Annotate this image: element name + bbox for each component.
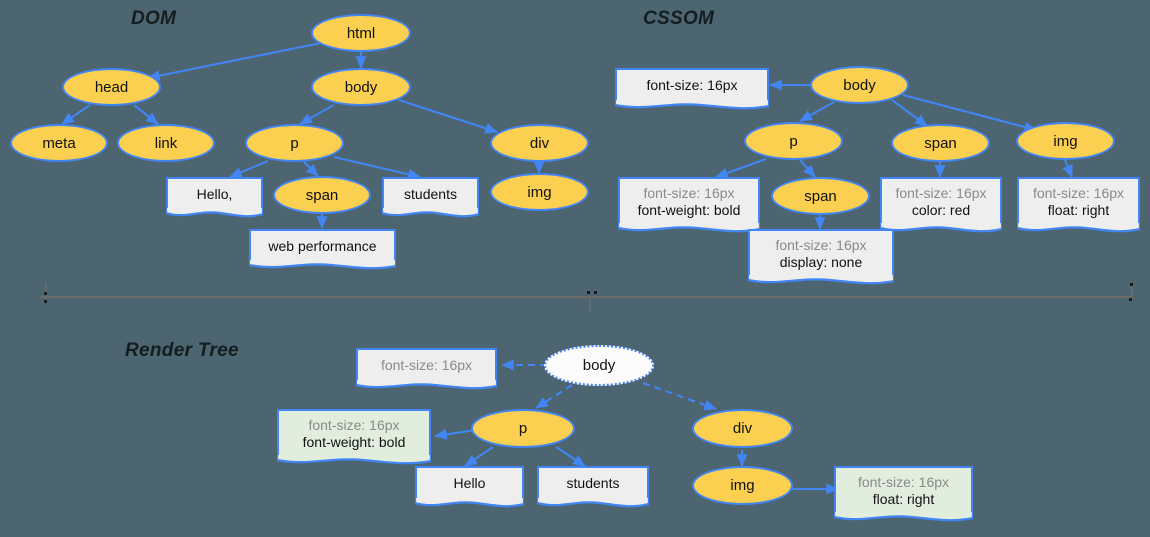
cssom-rule-img: font-size: 16px float: right	[1017, 177, 1140, 234]
divider-handle-right-2[interactable]	[1129, 298, 1132, 301]
dom-text-web-performance-label: web performance	[268, 237, 377, 254]
edge-p-span	[303, 161, 319, 177]
cssom-rule-img-own: float: right	[1047, 202, 1110, 218]
cssom-node-p[interactable]: p	[744, 122, 843, 160]
dom-node-div[interactable]: div	[490, 124, 589, 162]
section-title-cssom: CSSOM	[643, 8, 715, 29]
edge-rt-p-students	[555, 446, 586, 467]
rt-text-hello-label: Hello	[453, 475, 486, 492]
edge-rt-body-p	[535, 384, 573, 409]
dom-node-html[interactable]: html	[311, 14, 411, 52]
rt-rule-p-own: font-weight: bold	[302, 434, 406, 450]
edge-head-link	[133, 104, 159, 125]
cssom-rule-img-inherited: font-size: 16px	[1032, 184, 1125, 201]
cssom-node-span-hidden[interactable]: span	[771, 177, 870, 215]
dom-text-hello-label: Hello,	[196, 185, 233, 202]
cssom-rule-span-red-inherited: font-size: 16px	[895, 184, 987, 201]
cssom-rule-span-red: font-size: 16px color: red	[880, 177, 1002, 234]
rt-text-hello: Hello	[415, 466, 524, 509]
rt-text-students-label: students	[566, 475, 620, 492]
rt-rule-img: font-size: 16px float: right	[834, 466, 973, 523]
cssom-rule-p-inherited: font-size: 16px	[643, 184, 735, 201]
divider-handle-mid[interactable]	[587, 291, 590, 294]
cssom-rule-p: font-size: 16px font-weight: bold	[618, 177, 760, 234]
edge-rt-p-rule	[434, 428, 477, 440]
cssom-rule-span-hidden: font-size: 16px display: none	[748, 229, 894, 286]
section-title-render-tree: Render Tree	[125, 340, 239, 361]
dom-node-img[interactable]: img	[490, 173, 589, 211]
divider-tick-mid	[589, 298, 591, 312]
rt-node-img[interactable]: img	[692, 466, 793, 505]
rt-node-body[interactable]: body	[544, 345, 654, 386]
edge-p-students	[333, 155, 421, 180]
cssom-node-body[interactable]: body	[810, 66, 909, 104]
edge-head-meta	[61, 104, 91, 125]
cssom-rule-p-own: font-weight: bold	[637, 202, 741, 218]
rt-rule-p: font-size: 16px font-weight: bold	[277, 409, 431, 466]
divider-handle-left-2[interactable]	[44, 300, 47, 303]
rt-rule-img-inherited: font-size: 16px	[857, 473, 950, 490]
rt-rule-body-inherited: font-size: 16px	[380, 357, 473, 374]
rt-node-p[interactable]: p	[471, 409, 575, 448]
edge-cssom-p-span2	[799, 159, 816, 178]
edge-cssom-body-p	[799, 101, 835, 122]
dom-node-body[interactable]: body	[311, 68, 411, 106]
dom-text-students-label: students	[404, 185, 457, 202]
dom-node-span[interactable]: span	[273, 176, 371, 214]
edge-body-p	[299, 104, 335, 125]
edge-body-div	[398, 99, 498, 134]
dom-node-link[interactable]: link	[117, 124, 215, 162]
rt-rule-img-own: float: right	[872, 491, 935, 507]
divider-handle-right[interactable]	[1130, 283, 1133, 286]
edge-cssom-img-rule	[1062, 159, 1073, 178]
dom-text-web-performance: web performance	[249, 229, 396, 271]
edge-rt-body-div	[642, 382, 717, 411]
edge-cssom-p-rule	[715, 158, 767, 179]
divider-handle-left[interactable]	[44, 292, 47, 295]
divider-tick-left	[45, 283, 47, 297]
edge-rt-p-hello	[464, 446, 494, 467]
dom-node-meta[interactable]: meta	[10, 124, 108, 162]
divider-tick-right	[1131, 286, 1133, 300]
cssom-rule-span-red-own: color: red	[911, 202, 971, 218]
cssom-rule-body-own: font-size: 16px	[646, 77, 738, 94]
dom-text-students: students	[382, 177, 479, 219]
rt-node-div[interactable]: div	[692, 409, 793, 448]
cssom-rule-span-hidden-inherited: font-size: 16px	[775, 236, 867, 253]
section-title-dom: DOM	[131, 8, 177, 29]
rt-rule-p-inherited: font-size: 16px	[308, 416, 400, 433]
edge-p-hello	[229, 160, 269, 178]
edge-cssom-body-span	[891, 99, 928, 127]
section-divider[interactable]	[40, 296, 1133, 298]
rt-rule-body: font-size: 16px	[356, 348, 497, 391]
cssom-rule-body: font-size: 16px	[615, 68, 769, 111]
divider-handle-mid-2[interactable]	[594, 291, 597, 294]
cssom-node-span-red[interactable]: span	[891, 124, 990, 162]
dom-text-hello: Hello,	[166, 177, 263, 219]
cssom-node-img[interactable]: img	[1016, 122, 1115, 160]
rt-text-students: students	[537, 466, 649, 509]
dom-node-p[interactable]: p	[245, 124, 344, 162]
cssom-rule-span-hidden-own: display: none	[779, 254, 863, 270]
dom-node-head[interactable]: head	[62, 68, 161, 106]
edge-html-head	[147, 41, 322, 82]
